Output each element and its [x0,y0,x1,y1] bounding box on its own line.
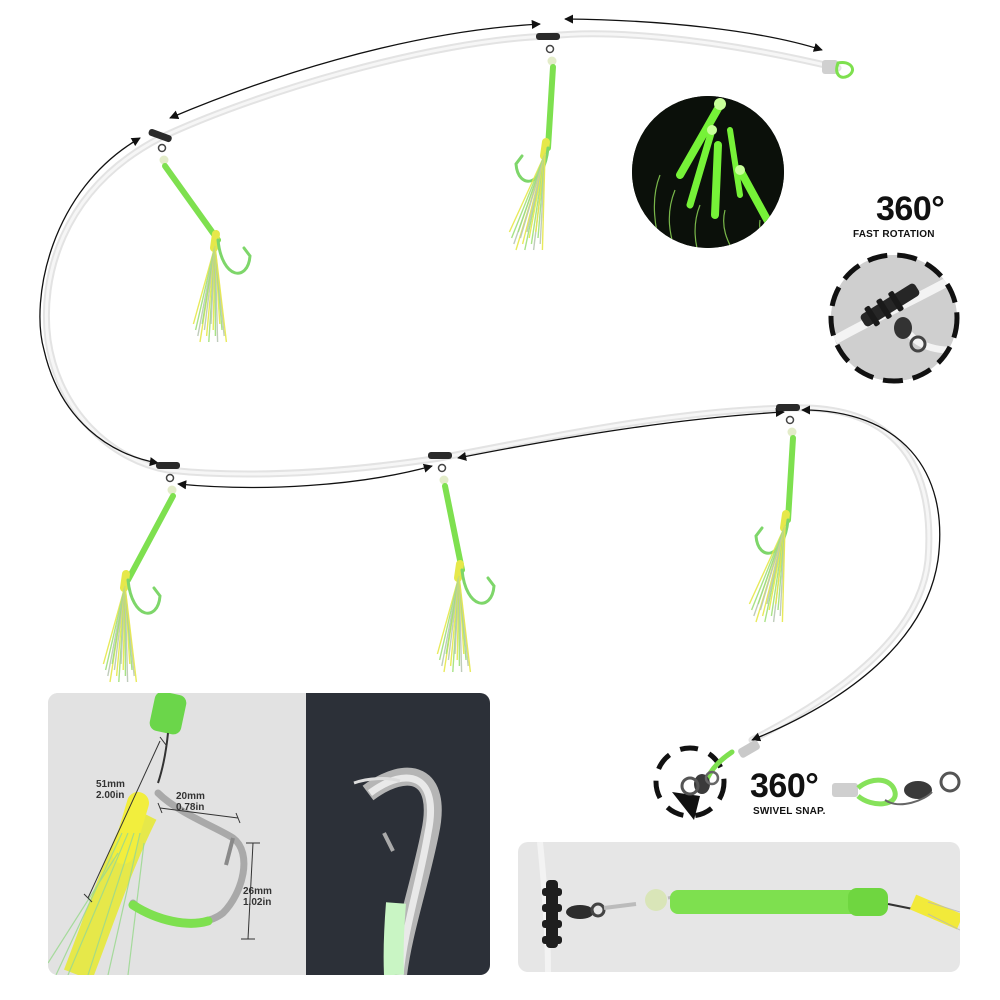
assist-hook [428,452,496,673]
hook-measure-photo [48,693,490,975]
end-loop [822,60,854,79]
rotation-degree: 360° [876,190,945,228]
assist-hook [748,404,800,623]
arrow-bottom-left [177,463,433,490]
swivel-snap-detail [653,740,961,820]
glow-photo [632,96,784,248]
hook-in: 1.02in [243,897,272,908]
gap-mm: 20mm [176,791,205,802]
gap-label: 20mm 0.78in [176,791,205,813]
snap-caption: SWIVEL SNAP. [753,806,826,817]
length-label: 51mm 2.00in [96,779,125,801]
swivel-closeup-photo [537,842,960,972]
main-line [42,30,933,744]
arrow-top-right [564,14,823,52]
hook-detail-panel: 51mm 2.00in 20mm 0.78in 26mm 1.02in [48,693,490,975]
assist-hook [508,33,560,251]
snap-degree: 360° [750,767,819,805]
rotation-caption: FAST ROTATION [853,229,935,240]
rotation-detail [828,252,960,384]
hook-mm: 26mm [243,886,272,897]
gap-in: 0.78in [176,802,205,813]
arrow-right-curve [751,405,941,742]
length-in: 2.00in [96,790,125,801]
swivel-detail-panel [518,842,960,972]
assist-hook [102,462,180,683]
length-mm: 51mm [96,779,125,790]
assist-hook [148,128,252,343]
hook-size-label: 26mm 1.02in [243,886,272,908]
arrow-left-curve [39,137,159,467]
arrow-top-left [169,19,541,120]
arrow-bottom-mid [457,407,785,461]
spacing-arrows [39,14,941,742]
